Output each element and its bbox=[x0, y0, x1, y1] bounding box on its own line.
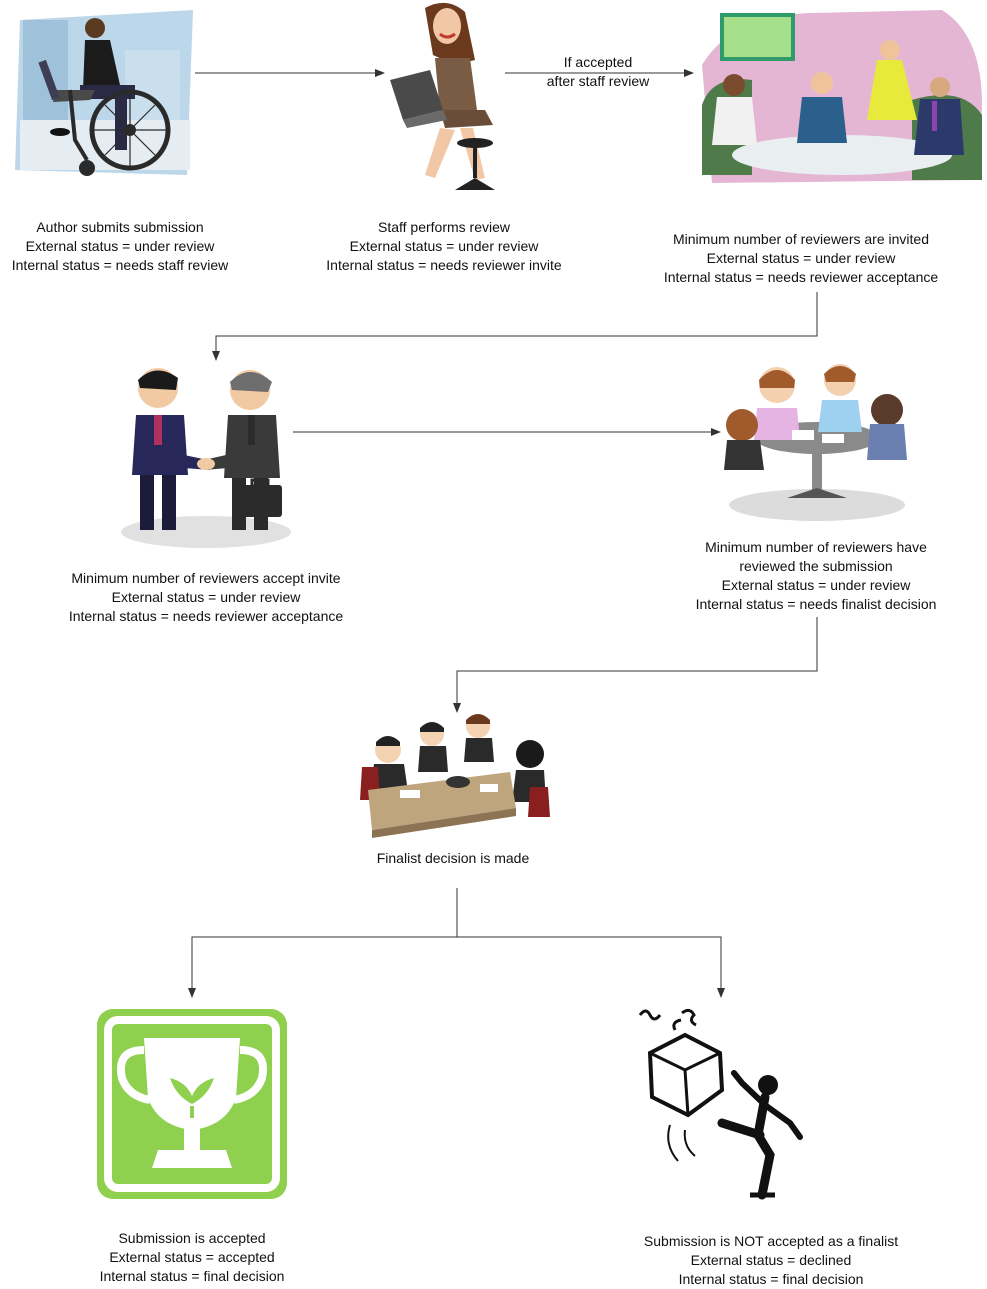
edge-label-line: after staff review bbox=[546, 73, 650, 89]
kicking-box-figure-icon bbox=[638, 1008, 803, 1200]
caption-declined: Submission is NOT accepted as a finalist… bbox=[626, 1232, 916, 1289]
trophy-icon bbox=[97, 1009, 287, 1199]
edge-label-if-accepted: If accepted after staff review bbox=[528, 53, 668, 91]
caption-line: Internal status = final decision bbox=[678, 1271, 864, 1287]
business-meeting-icon bbox=[702, 10, 982, 183]
handshake-icon bbox=[121, 368, 291, 548]
caption-line: Finalist decision is made bbox=[376, 850, 530, 866]
caption-line: Internal status = final decision bbox=[99, 1268, 285, 1284]
caption-line: Internal status = needs reviewer accepta… bbox=[68, 608, 344, 624]
conference-table-icon bbox=[360, 714, 550, 838]
caption-line: External status = under review bbox=[706, 250, 896, 266]
edge-label-line: If accepted bbox=[563, 54, 633, 70]
caption-line: Submission is NOT accepted as a finalist bbox=[643, 1233, 899, 1249]
wheelchair-author-laptop-icon bbox=[15, 10, 193, 176]
caption-line: Staff performs review bbox=[377, 219, 510, 235]
caption-submit: Author submits submission External statu… bbox=[0, 218, 240, 275]
caption-line: reviewed the submission bbox=[739, 558, 893, 574]
caption-line: Minimum number of reviewers accept invit… bbox=[71, 570, 341, 586]
caption-line: Internal status = needs finalist decisio… bbox=[695, 596, 937, 612]
caption-line: External status = under review bbox=[349, 238, 539, 254]
caption-line: Minimum number of reviewers have bbox=[705, 539, 927, 555]
caption-invite: Minimum number of reviewers are invited … bbox=[642, 230, 960, 287]
staff-woman-laptop-icon bbox=[390, 2, 495, 190]
caption-line: External status = accepted bbox=[109, 1249, 275, 1265]
caption-line: Submission is accepted bbox=[118, 1230, 266, 1246]
caption-line: Internal status = needs reviewer invite bbox=[326, 257, 562, 273]
arrow-reviewed-to-decision bbox=[453, 617, 818, 713]
caption-accepted: Submission is accepted External status =… bbox=[72, 1229, 312, 1286]
caption-line: Minimum number of reviewers are invited bbox=[673, 231, 929, 247]
caption-reviewed: Minimum number of reviewers have reviewe… bbox=[676, 538, 956, 614]
round-table-discussion-icon bbox=[724, 364, 907, 521]
arrow-decision-split bbox=[188, 888, 458, 998]
caption-line: Internal status = needs reviewer accepta… bbox=[663, 269, 939, 285]
caption-line: External status = declined bbox=[690, 1252, 852, 1268]
caption-staff: Staff performs review External status = … bbox=[309, 218, 579, 275]
caption-line: External status = under review bbox=[25, 238, 215, 254]
arrow-invite-to-accept bbox=[212, 292, 818, 361]
caption-line: External status = under review bbox=[111, 589, 301, 605]
caption-line: Author submits submission bbox=[36, 219, 204, 235]
caption-decision: Finalist decision is made bbox=[353, 849, 553, 868]
caption-line: External status = under review bbox=[721, 577, 911, 593]
arrow-decision-to-declined bbox=[457, 936, 725, 998]
caption-line: Internal status = needs staff review bbox=[11, 257, 229, 273]
caption-accept: Minimum number of reviewers accept invit… bbox=[46, 569, 366, 626]
